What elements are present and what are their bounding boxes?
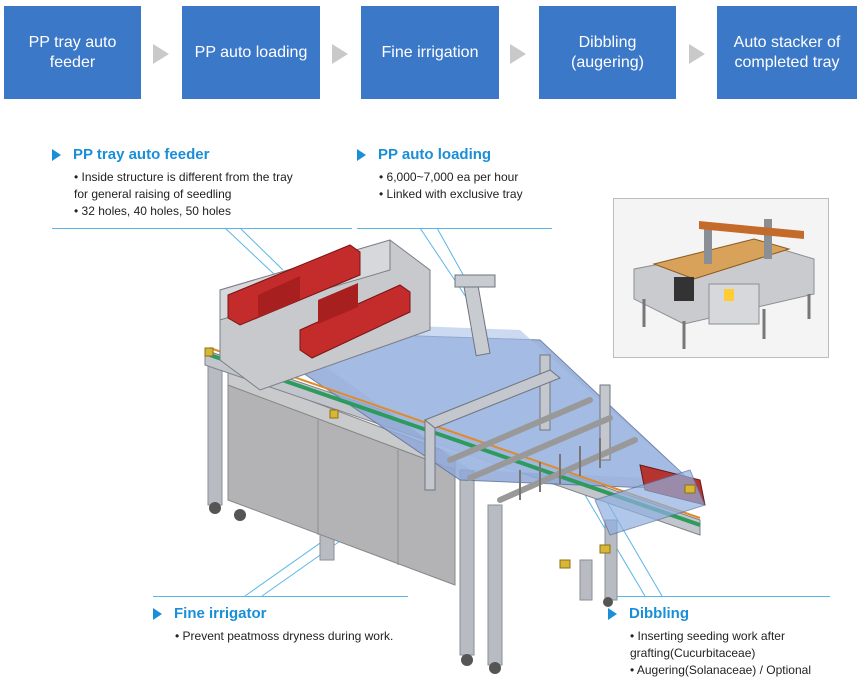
callout-item: • Inside structure is different from the… [74,170,293,201]
machine-photo [613,198,829,358]
flow-arrow-icon [689,44,705,64]
callout-title: Fine irrigator [153,605,433,622]
callout-title: PP tray auto feeder [52,146,342,163]
callout-dibbling: Dibbling • Inserting seeding work after … [608,605,858,679]
callout-tray-feeder: PP tray auto feeder • Inside structure i… [52,146,342,220]
triangle-icon [153,607,162,620]
triangle-icon [357,148,366,161]
callout-item: • 6,000~7,000 ea per hour [379,170,519,184]
flow-arrow-icon [510,44,526,64]
callout-item: • 32 holes, 40 holes, 50 holes [74,204,231,218]
callout-title: PP auto loading [357,146,577,163]
callout-underline [52,228,352,229]
callout-underline [608,596,830,597]
callout-item: • Linked with exclusive tray [379,187,523,201]
callout-underline [357,228,552,229]
callout-title: Dibbling [608,605,858,622]
callout-item: • Augering(Solanaceae) / Optional [630,663,811,677]
machine-photo-image [614,199,828,357]
callout-item: • Prevent peatmoss dryness during work. [175,629,394,643]
flow-arrow-icon [153,44,169,64]
flow-arrow-icon [332,44,348,64]
callout-auto-loading: PP auto loading • 6,000~7,000 ea per hou… [357,146,577,203]
step-fine-irrigation: Fine irrigation [361,6,499,99]
callout-underline [153,596,408,597]
step-auto-loading: PP auto loading [182,6,320,99]
callout-item: • Inserting seeding work after grafting(… [630,629,785,660]
step-dibbling: Dibbling (augering) [539,6,676,99]
triangle-icon [52,148,61,161]
step-tray-feeder: PP tray auto feeder [4,6,141,99]
step-auto-stacker: Auto stacker of completed tray [717,6,857,99]
callout-fine-irrigator: Fine irrigator • Prevent peatmoss drynes… [153,605,433,645]
triangle-icon [608,607,617,620]
